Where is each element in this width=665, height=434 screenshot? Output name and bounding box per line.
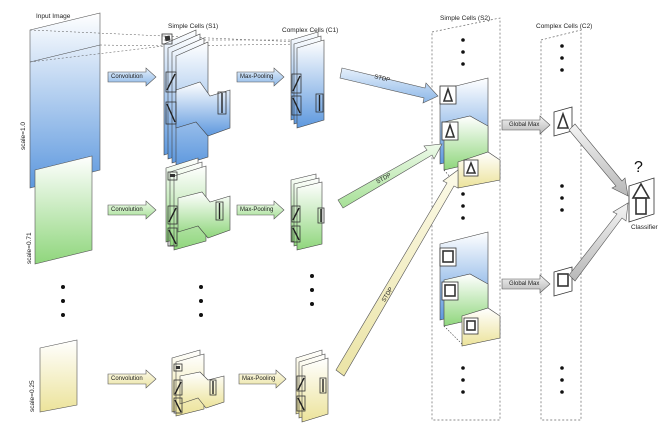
c2-dots-bottom <box>560 366 564 394</box>
maxpool-label-2: Max-Pooling <box>240 207 274 213</box>
stdp-arrow-blue <box>339 67 439 104</box>
globalmax-label-top: Global Max <box>509 122 540 128</box>
classifier-label: Classifier <box>631 224 658 231</box>
s2-dots-bottom <box>461 366 465 394</box>
c2-to-classifier-arrow-top <box>568 123 629 197</box>
s1-stack-scale-0-71 <box>165 157 231 251</box>
classifier-question-mark: ? <box>634 159 643 176</box>
convolution-arrow-scale-0-71 <box>107 200 157 220</box>
scale-label-0-71: scale=0.71 <box>26 232 33 264</box>
header-c1: Complex Cells (C1) <box>282 27 339 34</box>
convolution-arrow-scale-1 <box>107 67 157 87</box>
s2-maps-square <box>439 231 501 347</box>
scale-label-0-25: scale=0.25 <box>29 380 36 412</box>
stdp-arrow-yellow <box>335 169 459 377</box>
globalmax-label-bottom: Global Max <box>509 281 540 287</box>
convolution-label-2: Convolution <box>111 207 143 213</box>
maxpool-arrow-scale-1 <box>236 67 285 87</box>
convolution-label-1: Convolution <box>111 74 143 80</box>
input-image-scale-0-71 <box>34 155 93 265</box>
scale-dots-input <box>61 285 65 317</box>
receptive-field-lines <box>29 29 305 63</box>
header-c2: Complex Cells (C2) <box>536 23 593 30</box>
globalmax-arrow-top <box>501 115 551 135</box>
input-image-scale-0-25 <box>39 339 78 413</box>
s2-column-frame <box>431 17 501 421</box>
convolution-arrow-scale-0-25 <box>107 369 157 389</box>
maxpool-arrow-scale-0-71 <box>236 200 285 220</box>
stdp-arrow-green <box>337 143 443 209</box>
header-s2: Simple Cells (S2) <box>440 15 491 22</box>
convolution-label-3: Convolution <box>111 376 143 382</box>
c2-dots-top <box>560 44 564 72</box>
c2-column-frame <box>540 29 582 421</box>
header-input-image: Input Image <box>36 13 71 20</box>
c2-unit-triangle <box>553 106 573 137</box>
c1-stack-scale-0-71 <box>290 173 325 251</box>
maxpool-label-1: Max-Pooling <box>240 74 274 80</box>
globalmax-arrow-bottom <box>501 274 551 294</box>
s2-dots-middle <box>461 192 465 220</box>
scale-dots-s1 <box>199 285 203 317</box>
c2-to-classifier-arrow-bottom <box>568 202 629 282</box>
c1-stack-scale-1 <box>290 31 325 129</box>
s2-dots-top <box>461 38 465 66</box>
input-image-scale-1 <box>29 12 101 189</box>
c2-unit-square <box>553 266 573 297</box>
classifier-box <box>628 177 655 223</box>
s1-stack-scale-0-25 <box>171 349 225 417</box>
c2-dots-middle <box>560 184 564 212</box>
maxpool-arrow-scale-0-25 <box>238 369 287 389</box>
scale-dots-c1 <box>310 274 314 306</box>
header-s1: Simple Cells (S1) <box>168 23 219 30</box>
c1-stack-scale-0-25 <box>295 349 329 423</box>
s2-maps-triangle <box>439 77 501 189</box>
s1-stack-scale-1 <box>161 29 231 168</box>
maxpool-label-3: Max-Pooling <box>242 376 276 382</box>
scale-label-1: scale=1.0 <box>20 121 27 150</box>
